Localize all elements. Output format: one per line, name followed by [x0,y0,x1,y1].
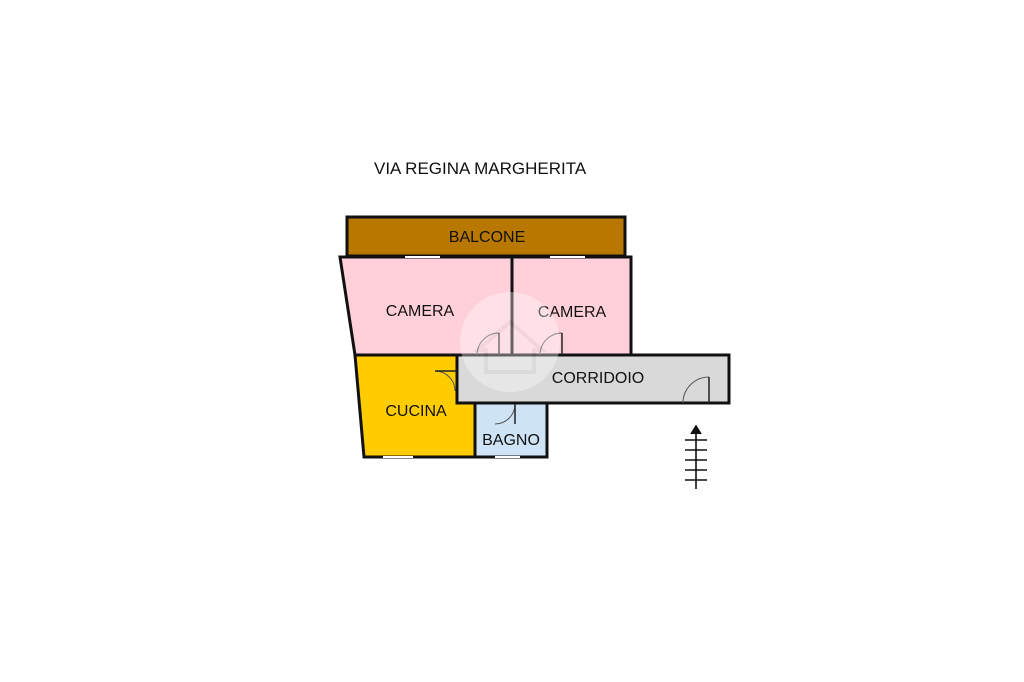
corridoio-label: CORRIDOIO [552,370,644,387]
street-name: VIA REGINA MARGHERITA [374,159,587,178]
bagno-label: BAGNO [482,432,540,449]
house-watermark-icon [460,292,560,392]
room-camera-1: CAMERA [338,255,514,357]
room-camera-2: CAMERA [510,255,633,357]
cucina-label: CUCINA [385,403,447,420]
room-bagno: BAGNO [473,401,549,459]
camera-2-label: CAMERA [538,304,607,321]
camera-1-label: CAMERA [386,303,455,320]
door-swing-icon [434,332,710,425]
room-balcone: BALCONE [345,215,627,258]
balcone-label: BALCONE [449,229,525,246]
windows [383,256,585,458]
stairs-icon [685,424,707,489]
